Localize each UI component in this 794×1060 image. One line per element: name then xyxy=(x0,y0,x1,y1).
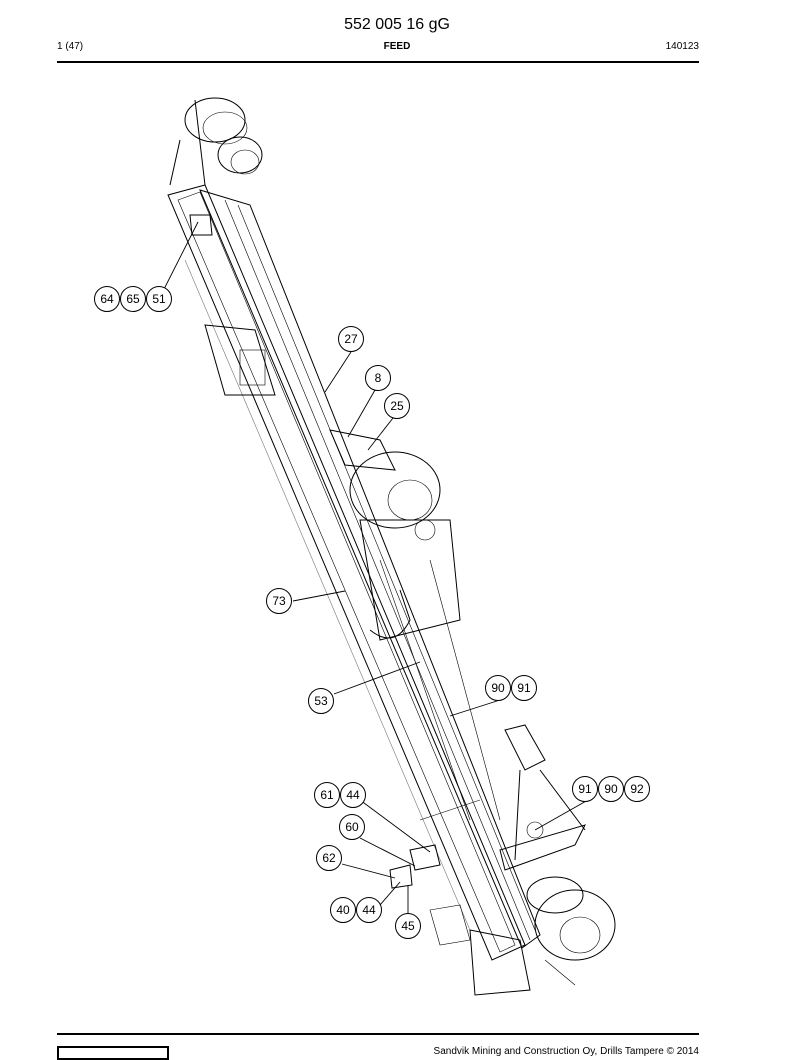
callout-40: 40 xyxy=(330,897,356,923)
callout-44: 44 xyxy=(340,782,366,808)
company-logo xyxy=(57,1046,169,1060)
callout-label: 62 xyxy=(322,851,336,865)
callout-91: 91 xyxy=(572,776,598,802)
feed-assembly-drawing: 64 65 51 27 8 25 73 90 91 53 91 90 92 61… xyxy=(94,97,650,996)
callout-label: 91 xyxy=(578,782,592,796)
feed-beam xyxy=(167,184,541,996)
callout-62: 62 xyxy=(316,845,342,871)
callout-label: 51 xyxy=(152,292,166,306)
callout-label: 53 xyxy=(314,694,328,708)
callout-label: 92 xyxy=(630,782,644,796)
callout-label: 90 xyxy=(604,782,618,796)
header-rule xyxy=(57,61,699,63)
footer-copyright: Sandvik Mining and Construction Oy, Dril… xyxy=(433,1046,699,1057)
document-number: 552 005 16 gG xyxy=(344,16,450,33)
callout-label: 25 xyxy=(390,399,404,413)
date-code: 140123 xyxy=(665,41,699,52)
callout-label: 90 xyxy=(491,681,505,695)
leader-lines xyxy=(158,221,589,913)
callout-53: 53 xyxy=(308,688,334,714)
callout-45: 45 xyxy=(395,913,421,939)
callout-8: 8 xyxy=(365,365,391,391)
callout-label: 60 xyxy=(345,820,359,834)
callout-label: 73 xyxy=(272,594,286,608)
callout-label: 27 xyxy=(344,332,358,346)
callout-90: 90 xyxy=(485,675,511,701)
callout-label: 8 xyxy=(375,371,382,385)
callout-label: 61 xyxy=(320,788,334,802)
callout-label: 44 xyxy=(362,903,376,917)
callout-51: 51 xyxy=(146,286,172,312)
hose-loop xyxy=(369,589,411,639)
callout-label: 44 xyxy=(346,788,360,802)
lower-bracket xyxy=(389,799,481,946)
rock-drill xyxy=(329,429,501,821)
callout-64: 64 xyxy=(94,286,120,312)
callout-27: 27 xyxy=(338,326,364,352)
callout-73: 73 xyxy=(266,588,292,614)
callout-label: 91 xyxy=(517,681,531,695)
callout-label: 45 xyxy=(401,919,415,933)
page-counter: 1 (47) xyxy=(57,41,84,52)
section-title: FEED xyxy=(383,41,411,52)
upper-bracket xyxy=(189,214,276,396)
callout-label: 64 xyxy=(100,292,114,306)
callout-61: 61 xyxy=(314,782,340,808)
callout-60: 60 xyxy=(339,814,365,840)
callout-90: 90 xyxy=(598,776,624,802)
support-frame xyxy=(499,724,586,871)
top-pulley xyxy=(169,97,263,186)
callout-25: 25 xyxy=(384,393,410,419)
callout-label: 40 xyxy=(336,903,350,917)
callout-44: 44 xyxy=(356,897,382,923)
callout-label: 65 xyxy=(126,292,140,306)
footer-rule xyxy=(57,1033,699,1035)
callout-65: 65 xyxy=(120,286,146,312)
bottom-drive xyxy=(526,876,616,986)
callout-92: 92 xyxy=(624,776,650,802)
callout-91: 91 xyxy=(511,675,537,701)
